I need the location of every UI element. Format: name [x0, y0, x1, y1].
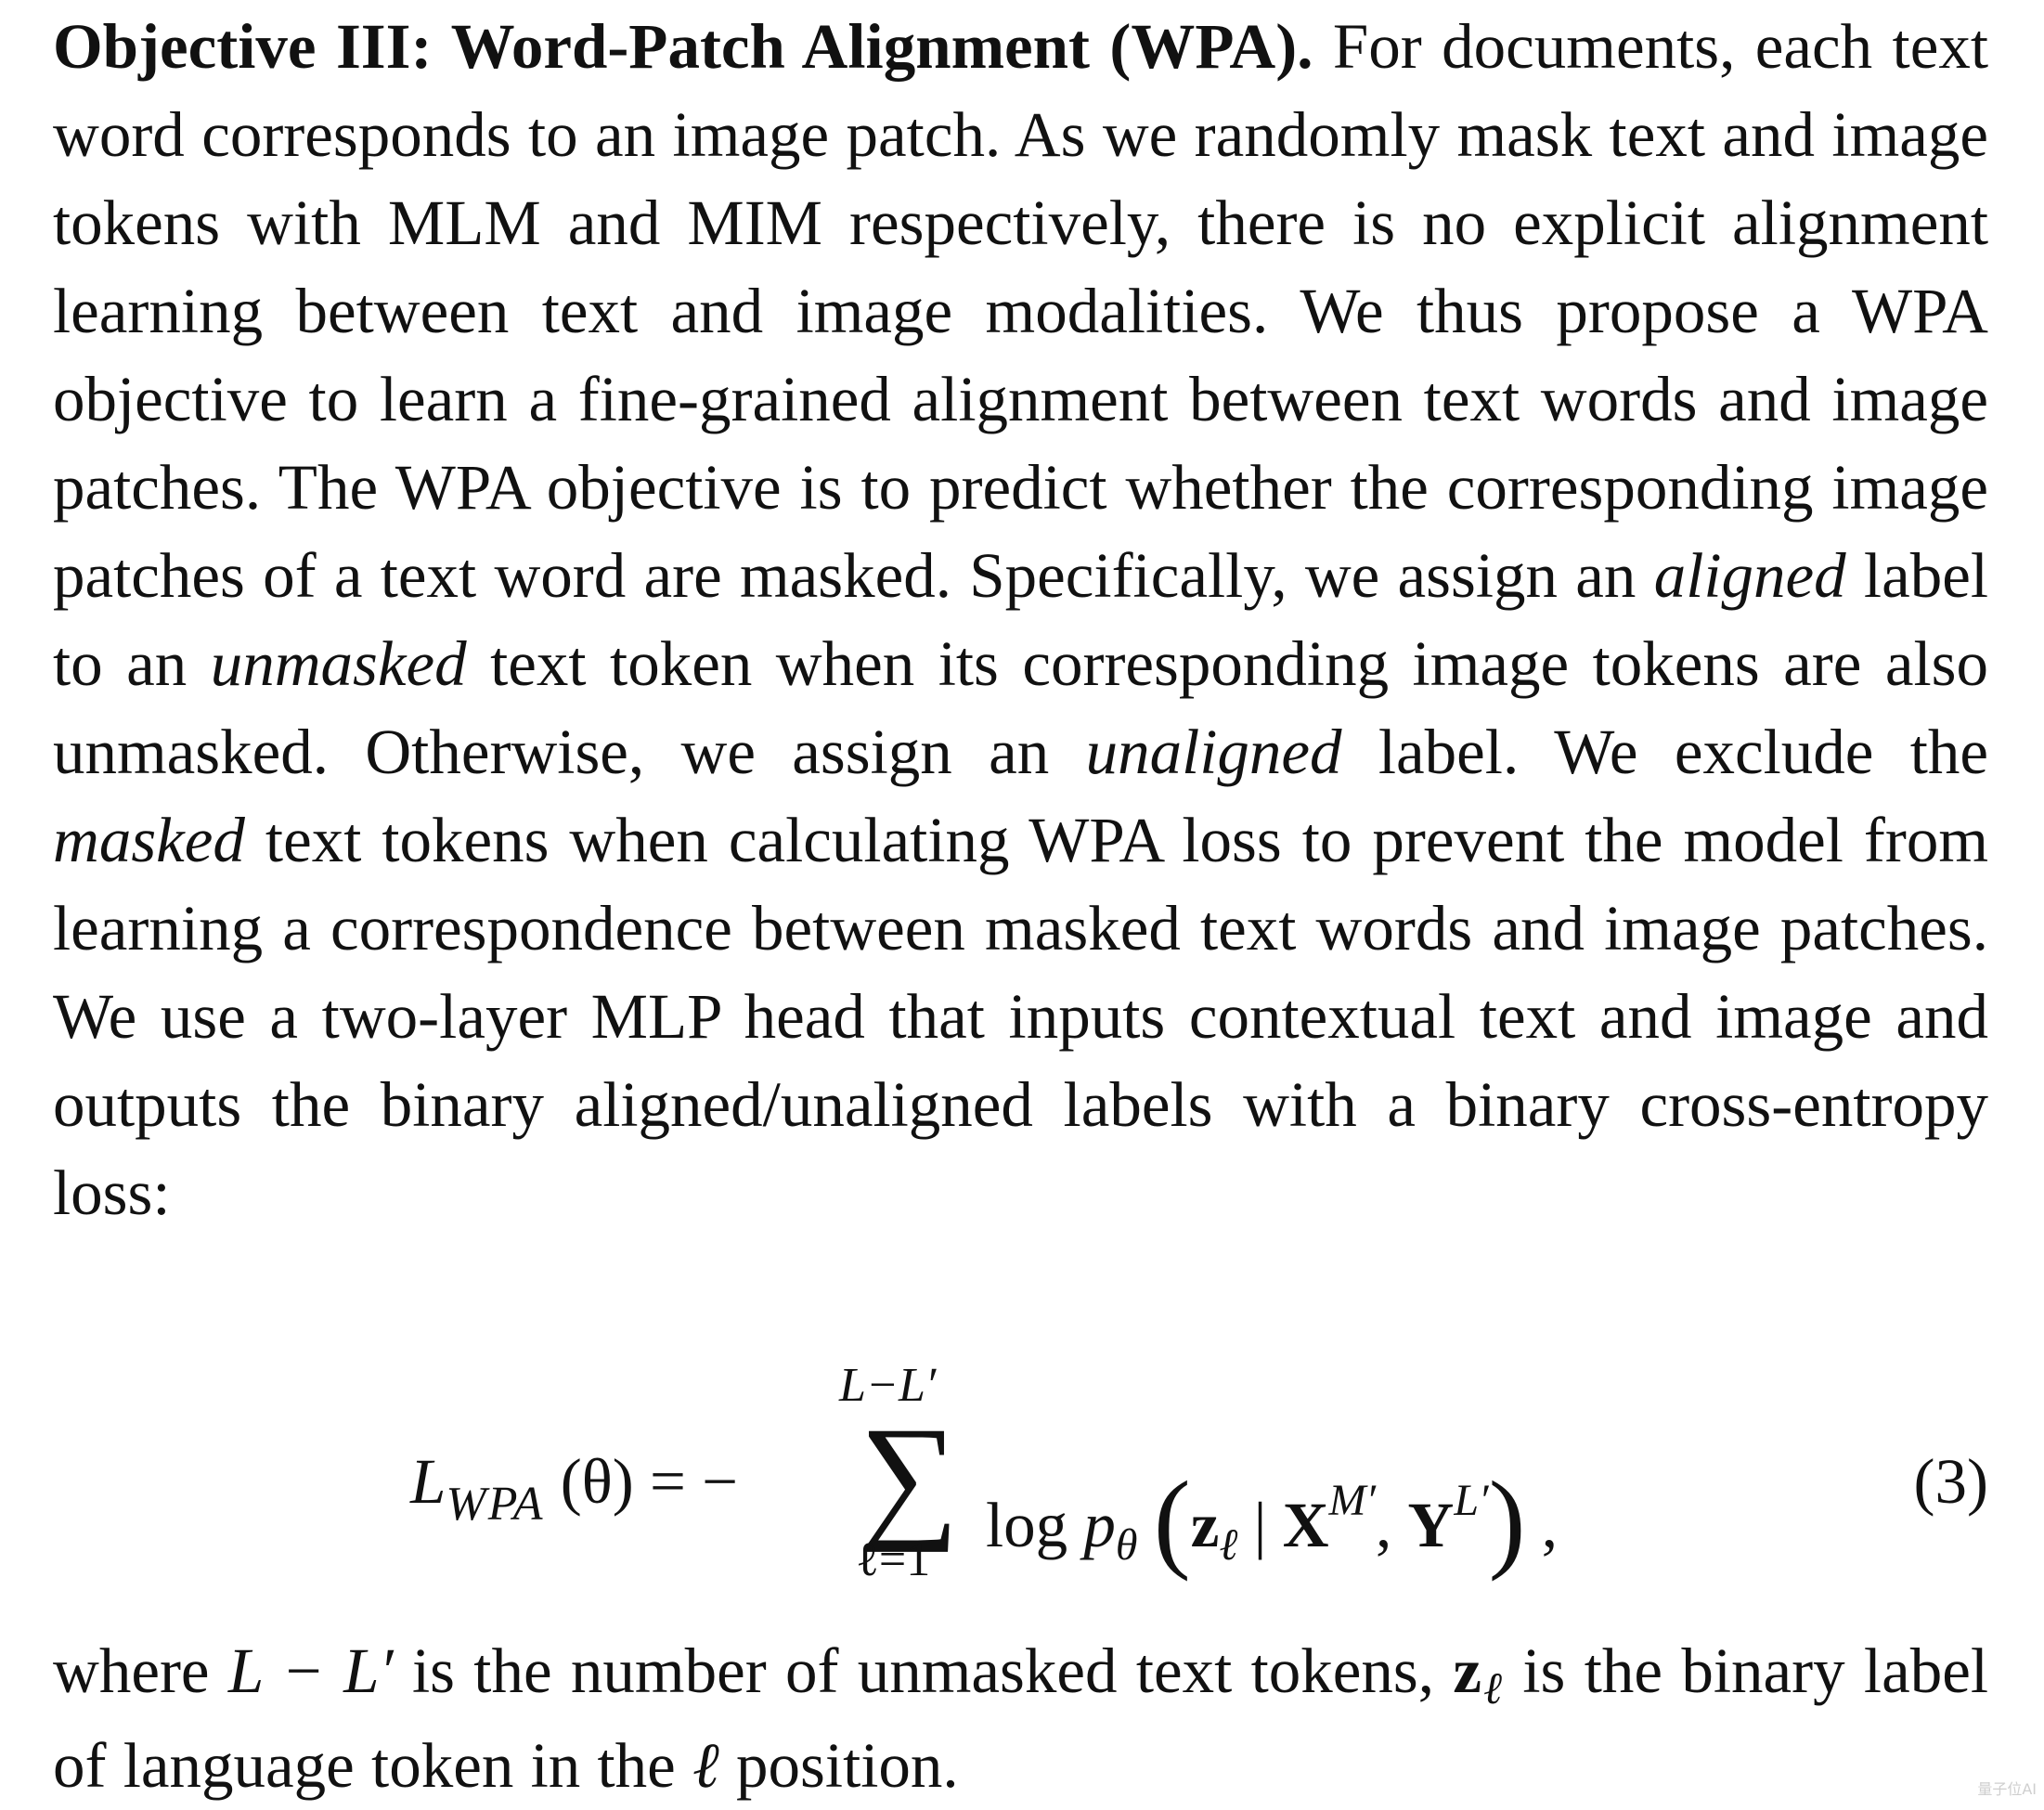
- watermark: 量子位AI: [1977, 1780, 2037, 1798]
- sigma-symbol: ∑: [860, 1399, 959, 1553]
- math-z: z: [1453, 1635, 1481, 1706]
- emphasis-aligned: aligned: [1653, 540, 1846, 611]
- emphasis-unmasked: unmasked: [210, 628, 467, 699]
- paragraph-text: label to an: [53, 540, 1988, 699]
- objective-paragraph: Objective III: Word-Patch Alignment (WPA…: [53, 0, 1988, 1237]
- followup-paragraph: where L − L′ is the number of unmasked t…: [53, 1635, 1988, 1801]
- paragraph-text: For documents, each text word correspond…: [53, 11, 1988, 611]
- summation: L−L′ ∑ ℓ=1: [839, 1351, 969, 1601]
- sum-lower-limit: ℓ=1: [856, 1533, 931, 1586]
- paragraph-text: label. We exclude the: [1341, 717, 1988, 787]
- math-ell: ℓ: [692, 1730, 719, 1801]
- math-inline: L − L′: [227, 1635, 394, 1706]
- section-heading: Objective III: Word-Patch Alignment (WPA…: [53, 11, 1313, 82]
- equation-lhs: LWPA (θ) = −: [410, 1446, 739, 1531]
- sum-upper-limit: L−L′: [839, 1359, 937, 1412]
- paper-page: Objective III: Word-Patch Alignment (WPA…: [53, 0, 1988, 1801]
- paragraph-text: text token when its corresponding image …: [53, 628, 1989, 787]
- wpa-loss-equation: LWPA (θ) = − L−L′ ∑ ℓ=1 log pθ (zℓ | XM′…: [53, 1351, 1988, 1601]
- followup-paragraph-wrapper: where L − L′ is the number of unmasked t…: [53, 1624, 1988, 1810]
- equation-number: (3): [1913, 1446, 1988, 1517]
- emphasis-masked: masked: [53, 805, 245, 875]
- equation-rhs: log pθ (zℓ | XM′, YL′) ,: [986, 1458, 1559, 1582]
- paragraph-text: text tokens when calculating WPA loss to…: [53, 805, 1988, 1228]
- emphasis-unaligned: unaligned: [1085, 717, 1342, 787]
